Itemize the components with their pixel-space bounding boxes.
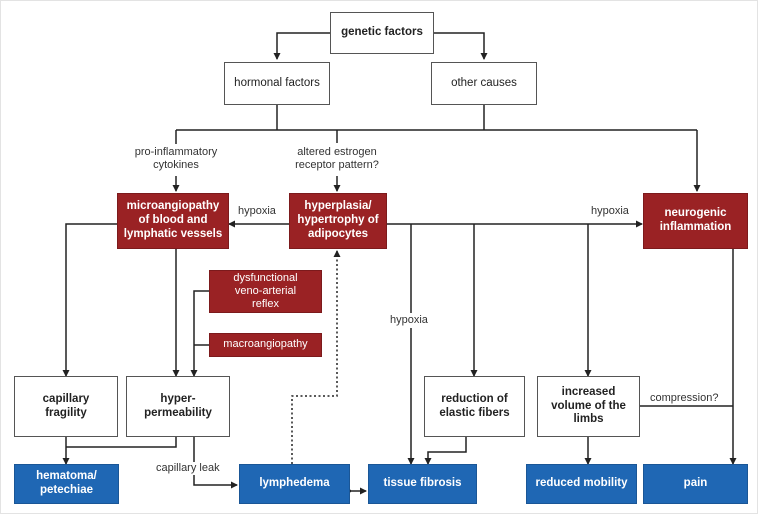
node-lymphedema: lymphedema (239, 464, 350, 504)
label-hypoxia-vertical: hypoxia (390, 313, 428, 329)
node-hyperplasia: hyperplasia/ hypertrophy of adipocytes (289, 193, 387, 249)
label-capillary-leak: capillary leak (156, 462, 220, 476)
node-reduction-elastic-fibers: reduction of elastic fibers (424, 376, 525, 437)
node-tissue-fibrosis: tissue fibrosis (368, 464, 477, 504)
node-pain: pain (643, 464, 748, 504)
node-other-causes: other causes (431, 62, 537, 105)
node-hormonal-factors: hormonal factors (224, 62, 330, 105)
node-macroangiopathy: macroangiopathy (209, 333, 322, 357)
node-hyper-permeability: hyper- permeability (126, 376, 230, 437)
label-compression: compression? (650, 392, 719, 404)
node-capillary-fragility: capillary fragility (14, 376, 118, 437)
label-pro-inflammatory: pro-inflammatory cytokines (134, 146, 218, 172)
node-reduced-mobility: reduced mobility (526, 464, 637, 504)
node-neurogenic-inflammation: neurogenic inflammation (643, 193, 748, 249)
node-genetic-factors: genetic factors (330, 12, 434, 54)
node-increased-volume: increased volume of the limbs (537, 376, 640, 437)
label-hypoxia-right: hypoxia (591, 205, 629, 217)
node-microangiopathy: microangiopathy of blood and lymphatic v… (117, 193, 229, 249)
node-dysfunctional-reflex: dysfunctional veno-arterial reflex (209, 270, 322, 313)
label-altered-estrogen: altered estrogen receptor pattern? (295, 146, 379, 172)
node-hematoma: hematoma/ petechiae (14, 464, 119, 504)
label-hypoxia-left: hypoxia (238, 205, 276, 217)
